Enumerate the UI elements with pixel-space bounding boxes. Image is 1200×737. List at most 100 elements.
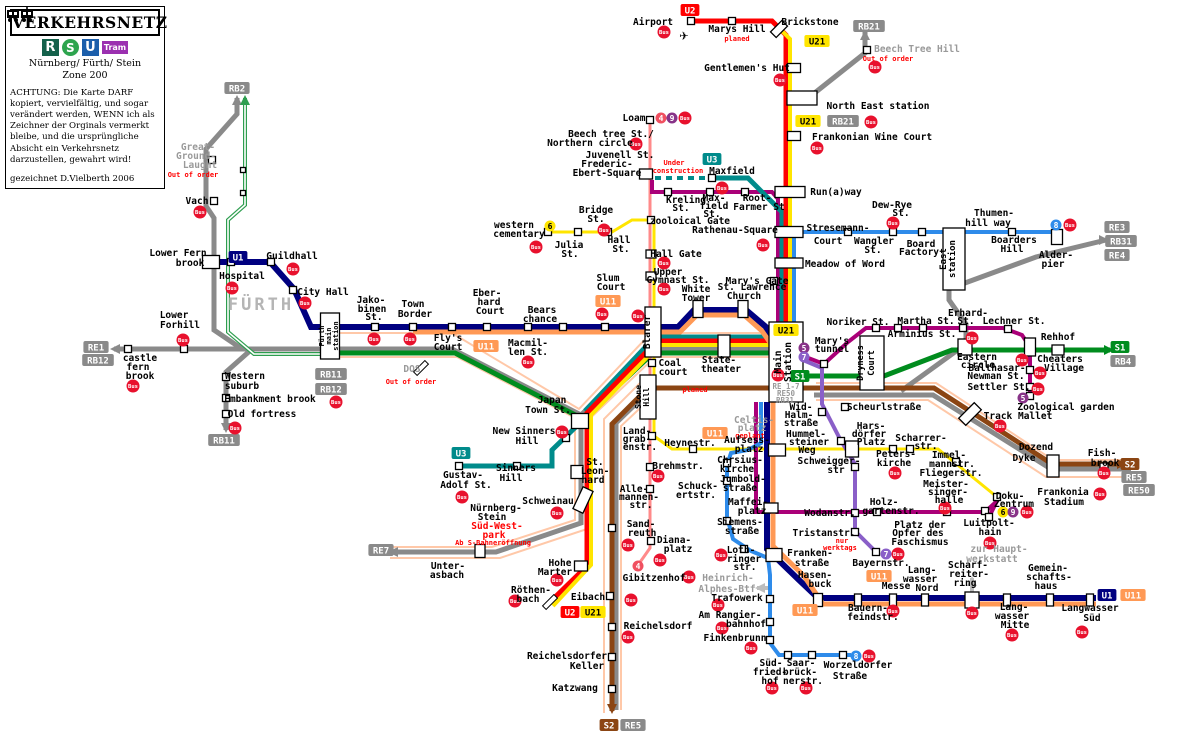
tram-line-number-icon[interactable]	[997, 506, 1009, 518]
station-marker[interactable]	[221, 372, 231, 382]
line-badge-U11[interactable]	[595, 295, 621, 307]
station-marker[interactable]	[179, 344, 189, 354]
bus-stop-icon[interactable]	[228, 421, 242, 435]
station-marker[interactable]	[1007, 227, 1017, 237]
bus-stop-icon[interactable]	[651, 469, 665, 483]
tram-line-number-icon[interactable]	[1017, 392, 1029, 404]
line-badge-RE5[interactable]	[620, 719, 646, 731]
station-marker[interactable]	[769, 19, 789, 39]
tram-line-number-icon[interactable]	[1050, 219, 1062, 231]
bus-stop-icon[interactable]	[888, 466, 902, 480]
station-marker[interactable]	[917, 227, 927, 237]
bus-stop-icon[interactable]	[965, 331, 979, 345]
station-marker[interactable]	[844, 440, 860, 458]
station-marker[interactable]	[843, 227, 853, 237]
station-marker[interactable]	[1085, 593, 1095, 607]
bus-stop-icon[interactable]	[715, 181, 729, 195]
station-marker[interactable]	[1023, 337, 1037, 357]
bus-stop-icon[interactable]	[711, 598, 725, 612]
bus-stop-icon[interactable]	[886, 604, 900, 618]
station-marker[interactable]	[512, 461, 522, 471]
line-badge-U11[interactable]	[702, 427, 728, 439]
station-marker[interactable]	[239, 189, 247, 197]
station-marker[interactable]	[812, 592, 824, 608]
line-badge-U21[interactable]	[804, 35, 830, 47]
tram-line-number-icon[interactable]	[880, 548, 892, 560]
station-marker[interactable]	[600, 322, 610, 332]
bus-stop-icon[interactable]	[329, 395, 343, 409]
station-marker[interactable]	[920, 593, 930, 607]
bus-stop-icon[interactable]	[799, 681, 813, 695]
station-marker[interactable]	[474, 543, 486, 559]
station-marker[interactable]	[647, 358, 657, 368]
station-marker[interactable]	[871, 323, 881, 333]
station-marker[interactable]	[918, 323, 928, 333]
station-marker[interactable]	[645, 484, 655, 494]
station-marker[interactable]	[774, 185, 806, 199]
station-marker[interactable]	[1046, 454, 1060, 478]
bus-stop-icon[interactable]	[621, 630, 635, 644]
bus-stop-icon[interactable]	[1075, 625, 1089, 639]
station-marker[interactable]	[740, 187, 750, 197]
station-marker[interactable]	[765, 547, 783, 563]
station-marker[interactable]	[207, 155, 217, 165]
bus-stop-icon[interactable]	[1020, 505, 1034, 519]
station-marker[interactable]	[707, 173, 717, 183]
station-marker[interactable]	[570, 412, 590, 430]
line-badge-U3[interactable]	[702, 153, 722, 165]
bus-stop-icon[interactable]	[1097, 466, 1111, 480]
station-marker[interactable]	[454, 461, 464, 471]
station-marker[interactable]	[645, 249, 657, 259]
station-marker[interactable]	[319, 312, 341, 360]
station-marker[interactable]	[765, 594, 775, 604]
station-marker[interactable]	[688, 444, 698, 454]
line-badge-RB11[interactable]	[208, 434, 240, 446]
station-marker[interactable]	[482, 322, 492, 332]
bus-stop-icon[interactable]	[771, 368, 785, 382]
station-marker[interactable]	[645, 115, 655, 125]
bus-stop-icon[interactable]	[1063, 218, 1077, 232]
station-marker[interactable]	[739, 544, 749, 554]
line-badge-RE7[interactable]	[368, 544, 394, 556]
station-marker[interactable]	[209, 196, 219, 206]
bus-stop-icon[interactable]	[756, 238, 770, 252]
station-marker[interactable]	[123, 344, 133, 354]
bus-stop-icon[interactable]	[744, 641, 758, 655]
station-marker[interactable]	[558, 322, 568, 332]
bus-stop-icon[interactable]	[886, 216, 900, 230]
tram-line-number-icon[interactable]	[544, 220, 556, 232]
line-badge-U11[interactable]	[792, 604, 818, 616]
station-marker[interactable]	[607, 684, 617, 694]
station-marker[interactable]	[862, 45, 872, 55]
station-marker[interactable]	[836, 436, 846, 446]
bus-stop-icon[interactable]	[621, 538, 635, 552]
station-marker[interactable]	[722, 516, 732, 526]
station-marker[interactable]	[774, 257, 804, 269]
station-marker[interactable]	[893, 323, 903, 333]
line-badge-U1[interactable]	[228, 251, 248, 263]
bus-stop-icon[interactable]	[657, 25, 671, 39]
bus-stop-icon[interactable]	[810, 141, 824, 155]
station-marker[interactable]	[692, 299, 704, 319]
bus-stop-icon[interactable]	[653, 553, 667, 567]
line-badge-RB21[interactable]	[827, 115, 859, 127]
bus-stop-icon[interactable]	[891, 547, 905, 561]
station-marker[interactable]	[570, 464, 584, 480]
bus-stop-icon[interactable]	[1005, 628, 1019, 642]
station-marker[interactable]	[645, 271, 657, 281]
line-badge-RB4[interactable]	[1110, 355, 1136, 367]
line-badge-U11[interactable]	[866, 570, 892, 582]
bus-stop-icon[interactable]	[455, 490, 469, 504]
bus-stop-icon[interactable]	[126, 379, 140, 393]
bus-stop-icon[interactable]	[298, 296, 312, 310]
bus-stop-icon[interactable]	[550, 506, 564, 520]
station-marker[interactable]	[221, 409, 231, 419]
station-marker[interactable]	[607, 652, 617, 662]
line-badge-U21[interactable]	[795, 115, 821, 127]
line-badge-U2[interactable]	[680, 4, 700, 16]
line-badge-RE3[interactable]	[1104, 221, 1130, 233]
bus-stop-icon[interactable]	[678, 111, 692, 125]
station-marker[interactable]	[786, 130, 802, 142]
line-badge-RB21[interactable]	[853, 20, 885, 32]
station-marker[interactable]	[765, 617, 775, 627]
